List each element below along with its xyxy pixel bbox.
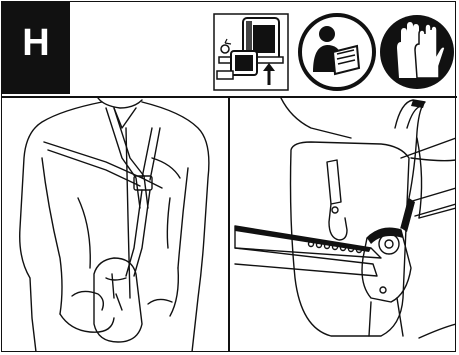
step-letter: H: [22, 22, 50, 64]
trimmer-attachment-panel: [231, 98, 456, 352]
neck-outline: [97, 98, 143, 109]
read-manual-icon: [297, 12, 377, 92]
step-badge: H: [2, 2, 70, 94]
gloves-icon: [377, 12, 457, 92]
trimmer-power-head-icon: [213, 13, 289, 91]
header-divider: [1, 96, 457, 98]
panel-divider: [228, 98, 230, 352]
harness-illustration-panel: [2, 98, 227, 352]
